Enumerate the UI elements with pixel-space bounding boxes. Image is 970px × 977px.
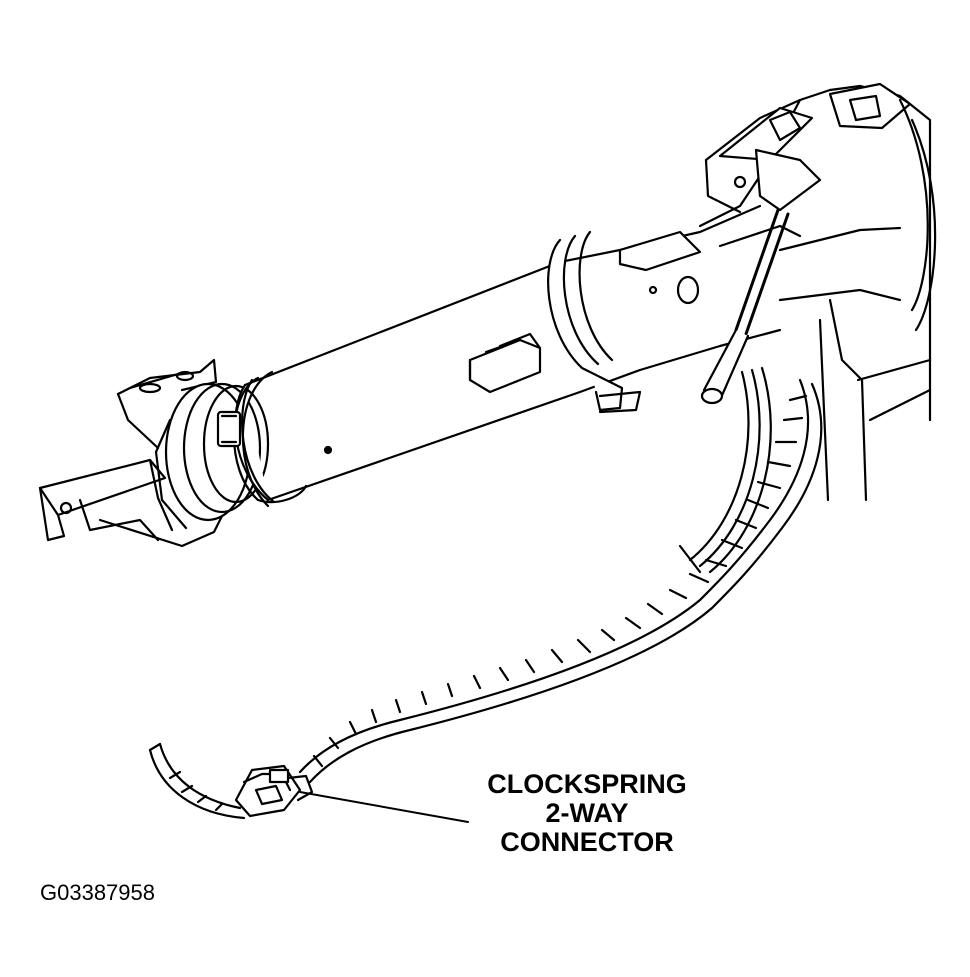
mid-clip (468, 332, 542, 394)
tilt-lever (700, 208, 790, 405)
clockspring-connector (234, 764, 314, 818)
callout-label: CLOCKSPRING 2-WAY CONNECTOR (452, 770, 722, 857)
wiring-harness (148, 378, 823, 820)
callout-line-1: CLOCKSPRING (487, 769, 687, 799)
callout-line-3: CONNECTOR (500, 827, 674, 857)
clockspring-arc (678, 366, 772, 574)
callout-leader-line (299, 791, 469, 823)
upper-housing (698, 82, 937, 502)
callout-line-2: 2-WAY (545, 798, 629, 828)
figure-id: G03387958 (40, 880, 155, 905)
upper-collar (547, 230, 702, 414)
left-mounting-bracket (38, 358, 228, 548)
hose-clamp-lower (216, 370, 308, 508)
